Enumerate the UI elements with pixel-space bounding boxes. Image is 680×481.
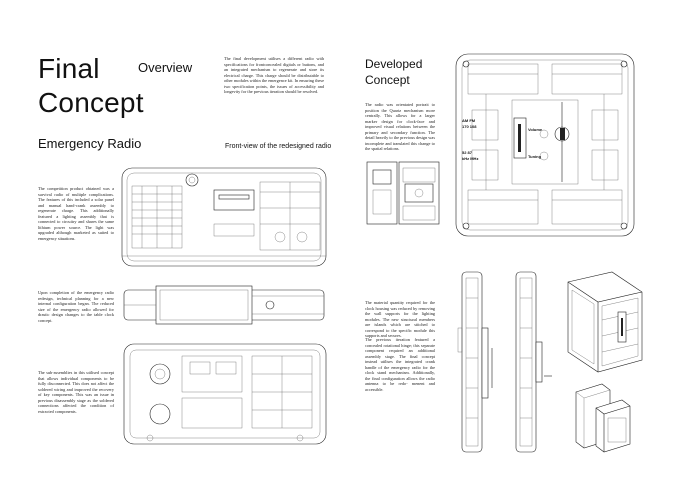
side-view-drawing-2 [515,271,552,453]
overview-heading: Overview [138,60,193,75]
left-paragraph-3: The sub-assemblies in this utilised conc… [38,370,114,414]
label-freq-2: 52 87 [462,150,473,155]
developed-title-line1: Developed [365,57,423,71]
page-title-line1: Final [38,53,100,84]
developed-title-line2: Concept [365,73,410,87]
side-view-drawing-1 [457,271,493,453]
right-paragraph-1: The radio was orientated portrait to pos… [365,102,435,151]
radio-top-view-drawing [123,285,325,325]
label-khz-mhz: kHz MHz [462,156,479,161]
label-freq-1: 170 108 [462,124,477,129]
isometric-view-drawing [567,271,643,453]
label-volume: Volume [528,127,543,132]
radio-module-drawing [366,161,440,225]
front-view-caption: Front-view of the redesigned radio [225,143,332,150]
left-paragraph-1: The competition product obtained was a s… [38,186,114,241]
page-title-line2: Concept [38,87,144,118]
developed-concept-drawing [455,53,635,237]
right-paragraph-3: The previous iteration featured a concea… [365,337,435,392]
overview-paragraph: The final development utilises a differe… [224,56,324,94]
radio-front-view-drawing [121,167,327,267]
radio-internal-view-drawing [123,343,327,445]
left-paragraph-2: Upon completion of the emergency radio r… [38,290,114,323]
label-am-fm: AM FM [462,118,476,123]
right-paragraph-2: The material quantity required for the c… [365,300,435,338]
emergency-radio-subtitle: Emergency Radio [38,136,142,151]
label-tuning: Tuning [528,154,542,159]
